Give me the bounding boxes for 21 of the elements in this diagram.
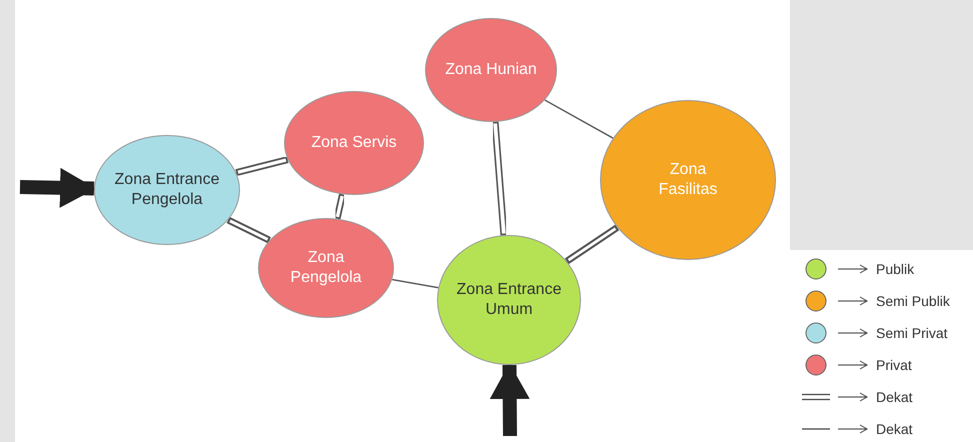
zone-label: Zona Hunian xyxy=(444,60,538,80)
connector-line xyxy=(226,216,271,244)
zone-label: Zona Pengelola xyxy=(289,248,363,288)
legend-label: Privat xyxy=(876,357,912,373)
legend-label: Dekat xyxy=(876,389,913,405)
connector-line xyxy=(492,122,508,236)
legend-label: Publik xyxy=(876,261,914,277)
legend-label: Semi Privat xyxy=(876,325,948,341)
entrance-arrow xyxy=(20,168,96,208)
zone-label: Zona Entrance Pengelola xyxy=(114,170,220,210)
zone-label: Zona Servis xyxy=(310,133,398,153)
connector-line xyxy=(564,224,620,264)
connector-line xyxy=(544,99,614,139)
zone-label: Zona Fasilitas xyxy=(658,160,718,200)
connector-line xyxy=(392,278,438,288)
connector-line xyxy=(334,194,346,220)
legend-label: Semi Publik xyxy=(876,293,950,309)
legend-label: Dekat xyxy=(876,421,913,437)
zone-label: Zona Entrance Umum xyxy=(456,280,562,320)
connector-line xyxy=(235,156,289,176)
entrance-arrow xyxy=(490,363,530,436)
